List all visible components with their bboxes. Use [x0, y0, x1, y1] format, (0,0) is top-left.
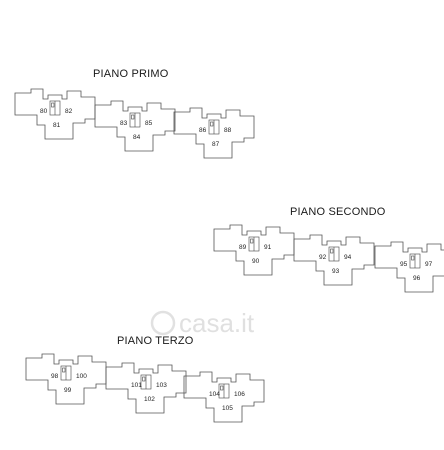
unit-number: 93 [332, 268, 340, 275]
unit-number: 99 [64, 387, 72, 394]
unit-number: 91 [264, 244, 272, 251]
unit-number: 96 [413, 275, 421, 282]
block-outline [94, 100, 176, 152]
unit-number: 80 [40, 108, 48, 115]
unit-number: 82 [65, 108, 73, 115]
floor-2-block-3: 95 96 97 [374, 241, 444, 293]
lift-icon [250, 238, 254, 244]
lift-icon [142, 376, 146, 382]
unit-number: 101 [131, 382, 142, 389]
watermark-logo-icon [150, 310, 176, 336]
block-outline [14, 88, 96, 140]
floor-3-block-1: 98 99 100 [25, 353, 107, 405]
watermark-text: casa.it [179, 308, 255, 338]
floor-title-primo: PIANO PRIMO [93, 68, 169, 80]
floor-1-block-3: 86 87 88 [173, 107, 255, 159]
lift-icon [51, 102, 55, 108]
floor-2-block-2: 92 93 94 [293, 234, 375, 286]
block-outline [183, 371, 265, 423]
lift-icon [210, 121, 214, 127]
floor-2-block-1: 89 90 91 [213, 224, 295, 276]
lift-icon [220, 385, 224, 391]
unit-number: 83 [120, 120, 128, 127]
watermark: casa.it [150, 308, 255, 338]
lift-icon [330, 248, 334, 254]
unit-number: 86 [199, 127, 207, 134]
unit-number: 87 [212, 141, 220, 148]
unit-number: 98 [51, 373, 59, 380]
lift-icon [411, 255, 415, 261]
block-outline [374, 241, 444, 293]
block-outline [173, 107, 255, 159]
unit-number: 104 [209, 391, 220, 398]
unit-number: 102 [144, 396, 155, 403]
lift-icon [62, 367, 66, 373]
block-outline [25, 353, 107, 405]
unit-number: 94 [344, 254, 352, 261]
unit-number: 85 [145, 120, 153, 127]
block-outline [105, 362, 187, 414]
building-blocks: 80 81 82 83 84 85 86 87 88 89 90 91 92 93 94 95 96 97 98 99… [14, 88, 444, 423]
unit-number: 105 [222, 405, 233, 412]
block-outline [293, 234, 375, 286]
unit-number: 84 [133, 134, 141, 141]
unit-number: 92 [319, 254, 327, 261]
unit-number: 95 [400, 261, 408, 268]
unit-number: 100 [76, 373, 87, 380]
unit-number: 90 [252, 258, 260, 265]
floor-1-block-2: 83 84 85 [94, 100, 176, 152]
lift-icon [131, 114, 135, 120]
floor-title-secondo: PIANO SECONDO [290, 206, 386, 218]
floor-title-terzo: PIANO TERZO [117, 335, 194, 347]
unit-number: 106 [234, 391, 245, 398]
unit-number: 97 [425, 261, 433, 268]
floor-1-block-1: 80 81 82 [14, 88, 96, 140]
block-outline [213, 224, 295, 276]
unit-number: 88 [224, 127, 232, 134]
unit-number: 89 [239, 244, 247, 251]
unit-number: 81 [53, 122, 61, 129]
unit-number: 103 [156, 382, 167, 389]
